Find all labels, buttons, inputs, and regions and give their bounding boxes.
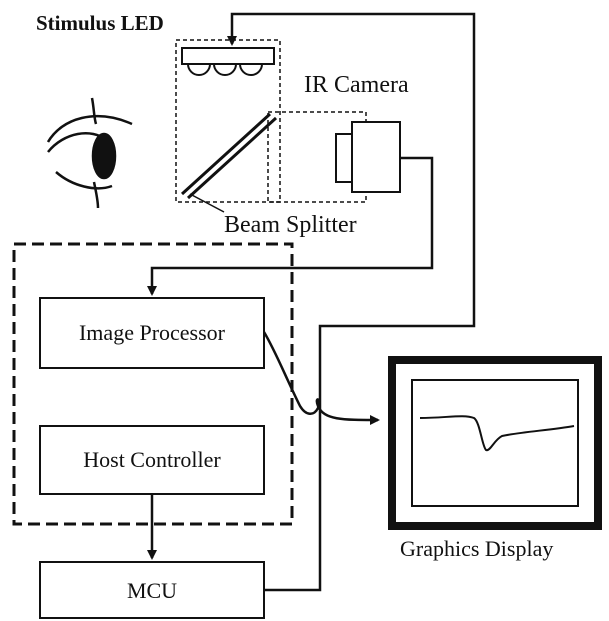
beam-splitter-leader bbox=[189, 193, 225, 213]
led-bulb bbox=[213, 63, 237, 76]
host-controller-block: Host Controller bbox=[39, 425, 265, 495]
led-strip bbox=[181, 47, 275, 76]
led-bulb bbox=[187, 63, 211, 76]
beam-splitter-label: Beam Splitter bbox=[224, 212, 357, 238]
led-bulb bbox=[239, 63, 263, 76]
ir-camera-label: IR Camera bbox=[304, 72, 409, 98]
optics-module bbox=[175, 39, 401, 203]
host-controller-label: Host Controller bbox=[83, 447, 221, 472]
beam-splitter bbox=[180, 112, 278, 200]
processing-unit-group bbox=[12, 242, 294, 526]
mcu-label: MCU bbox=[127, 578, 177, 603]
mcu-to-led-wire bbox=[227, 12, 476, 592]
graphics-display-label: Graphics Display bbox=[400, 536, 553, 561]
mcu-block: MCU bbox=[39, 561, 265, 619]
ir-camera bbox=[335, 121, 401, 193]
camera-to-processor-wire bbox=[147, 156, 434, 296]
image-processor-block: Image Processor bbox=[39, 297, 265, 369]
eye-icon bbox=[46, 97, 133, 209]
stimulus-led-label: Stimulus LED bbox=[36, 11, 164, 35]
processor-to-display-wire bbox=[262, 331, 380, 425]
image-processor-label: Image Processor bbox=[79, 320, 226, 345]
pupil-response-trace bbox=[419, 415, 575, 452]
graphics-display bbox=[388, 356, 602, 530]
